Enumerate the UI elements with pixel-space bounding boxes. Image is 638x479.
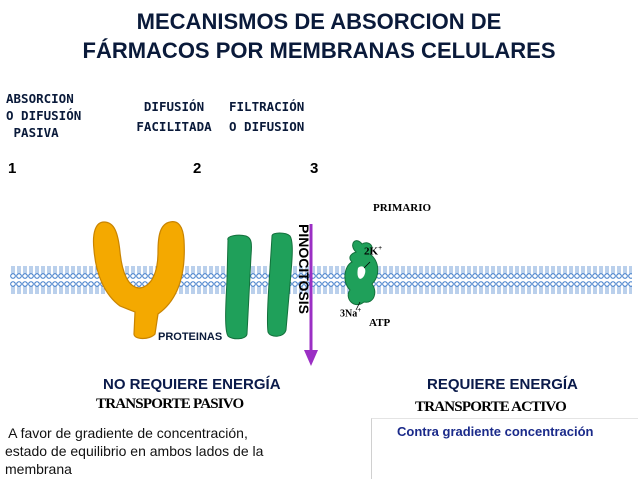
title-line-2: FÁRMACOS POR MEMBRANAS CELULARES bbox=[82, 38, 556, 63]
title-line-1: MECANISMOS DE ABSORCION DE bbox=[136, 9, 502, 34]
mechanism-1-line-2: O DIFUSIÓN bbox=[6, 108, 82, 123]
pinocytosis-arrowhead bbox=[304, 350, 318, 366]
active-description: Contra gradiente concentración bbox=[397, 424, 594, 439]
channel-protein-right bbox=[266, 232, 293, 337]
carrier-protein-orange bbox=[92, 221, 185, 340]
mechanism-3-label: FILTRACIÓN O DIFUSION bbox=[229, 98, 304, 135]
passive-description: A favor de gradiente de concentración, e… bbox=[5, 424, 345, 478]
passive-heading: NO REQUIERE ENERGÍA bbox=[103, 376, 281, 393]
active-heading: REQUIERE ENERGÍA bbox=[427, 376, 578, 393]
atp-label: ATP bbox=[369, 317, 391, 329]
ion-k-label: 2K+ bbox=[364, 244, 383, 258]
ion-na-label: 3Na+ bbox=[340, 306, 362, 320]
mechanism-2-label: DIFUSIÓN FACILITADA bbox=[118, 98, 230, 135]
proteins-label: PROTEINAS bbox=[158, 331, 223, 343]
mechanism-1-number: 1 bbox=[8, 160, 17, 177]
mechanism-3-line-2: O DIFUSION bbox=[229, 119, 305, 134]
pump-pointer-na bbox=[355, 301, 361, 311]
mechanism-2-line-2: FACILITADA bbox=[136, 119, 212, 134]
mechanism-1-line-3: PASIVA bbox=[6, 125, 59, 140]
passive-description-line-1: A favor de gradiente de concentración, bbox=[5, 425, 248, 441]
mechanism-3-number: 3 bbox=[310, 160, 319, 177]
primary-label: PRIMARIO bbox=[373, 202, 432, 214]
mechanism-3-line-1: FILTRACIÓN bbox=[229, 99, 305, 114]
mechanism-1-label: ABSORCION O DIFUSIÓN PASIVA bbox=[6, 90, 81, 141]
pinocytosis-label: PINOCITOSIS bbox=[296, 224, 312, 314]
channel-protein-left bbox=[225, 234, 252, 340]
mechanism-2-line-1: DIFUSIÓN bbox=[143, 99, 205, 114]
ion-na-text: 3Na bbox=[340, 308, 358, 320]
passive-transport-label: TRANSPORTE PASIVO bbox=[96, 396, 244, 412]
passive-description-line-3: membrana bbox=[5, 461, 72, 477]
mechanism-2-number: 2 bbox=[193, 160, 202, 177]
mechanism-1-line-1: ABSORCION bbox=[6, 91, 74, 106]
active-description-box: Contra gradiente concentración bbox=[371, 418, 638, 479]
pump-pointer-k bbox=[363, 261, 371, 269]
active-transport-label: TRANSPORTE ACTIVO bbox=[415, 399, 567, 415]
ion-k-text: 2K bbox=[364, 245, 379, 258]
passive-description-line-2: estado de equilibrio en ambos lados de l… bbox=[5, 443, 264, 459]
pump-pocket bbox=[357, 266, 366, 279]
